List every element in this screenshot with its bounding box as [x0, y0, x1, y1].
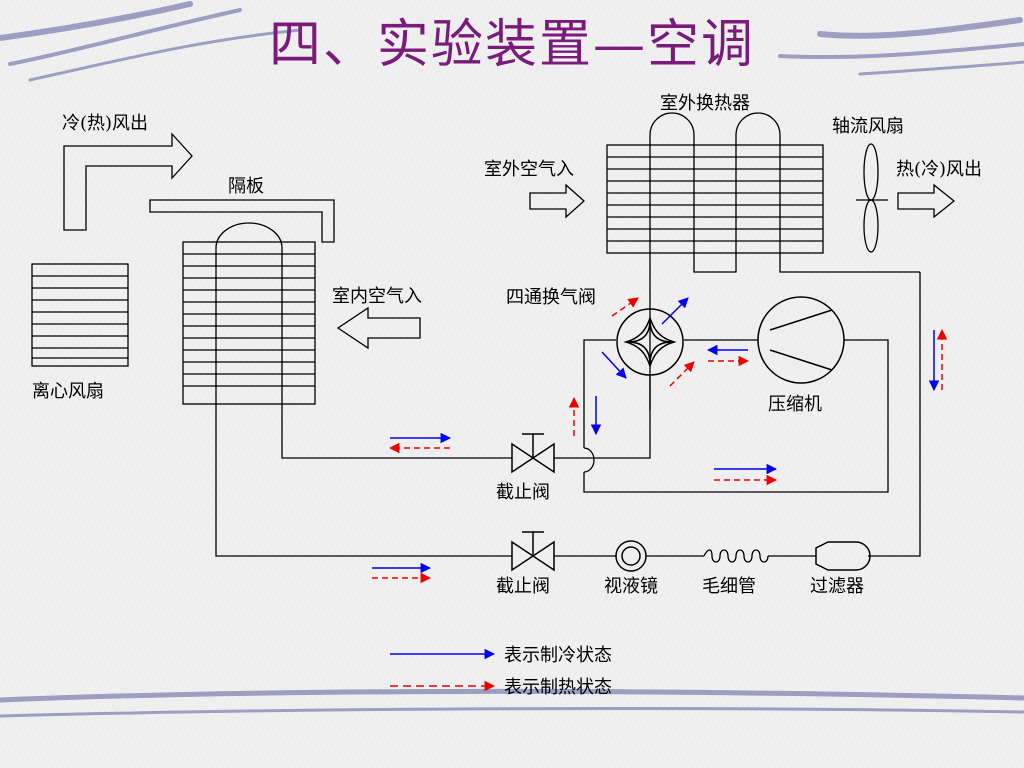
- stop-valve-lower: [511, 531, 555, 572]
- label-compressor: 压缩机: [768, 394, 822, 415]
- label-centrifugal-fan: 离心风扇: [32, 381, 104, 402]
- slide-title: 四、实验装置—空调: [268, 15, 755, 75]
- indoor-air-in-arrow: [336, 306, 421, 350]
- component-labels: 冷(热)风出 隔板 离心风扇 室内空气入 室外换热器 轴流风扇 室外空气入 热(…: [32, 93, 982, 597]
- outdoor-air-in-arrow: [529, 183, 585, 219]
- label-partition: 隔板: [228, 176, 264, 197]
- label-axial-fan: 轴流风扇: [832, 116, 904, 137]
- capillary-tube: [703, 549, 769, 563]
- label-stop-valve-upper: 截止阀: [496, 482, 550, 503]
- legend-heating-label: 表示制热状态: [504, 677, 612, 698]
- label-outdoor-heat-exchanger: 室外换热器: [660, 93, 750, 114]
- legend: 表示制冷状态 表示制热状态: [390, 645, 612, 698]
- label-filter: 过滤器: [810, 576, 864, 597]
- indoor-heat-exchanger: [182, 222, 316, 405]
- label-cold-hot-out: 冷(热)风出: [62, 113, 148, 134]
- filter: [815, 541, 871, 571]
- compressor: [757, 296, 845, 384]
- air-outlet-arrow: [63, 132, 193, 231]
- label-hot-cold-out: 热(冷)风出: [896, 159, 982, 180]
- legend-cooling-label: 表示制冷状态: [504, 645, 612, 666]
- cooling-flow-arrows: [372, 297, 940, 574]
- label-sight-glass: 视液镜: [604, 576, 658, 597]
- refrigerant-piping: [215, 272, 921, 557]
- outdoor-heat-exchanger: [606, 112, 920, 410]
- centrifugal-fan: [31, 263, 129, 367]
- partition-board: [149, 199, 335, 243]
- label-four-way-valve: 四通换气阀: [506, 287, 596, 308]
- sight-glass: [615, 540, 647, 572]
- four-way-valve: [616, 308, 684, 376]
- label-stop-valve-lower: 截止阀: [496, 576, 550, 597]
- heating-flow-arrows: [372, 297, 948, 584]
- axial-fan: [856, 143, 888, 253]
- label-capillary: 毛细管: [702, 576, 756, 597]
- outdoor-air-out-arrow: [897, 183, 956, 219]
- label-outdoor-air-in: 室外空气入: [484, 159, 574, 180]
- stop-valve-upper: [511, 433, 555, 474]
- label-indoor-air-in: 室内空气入: [332, 286, 422, 307]
